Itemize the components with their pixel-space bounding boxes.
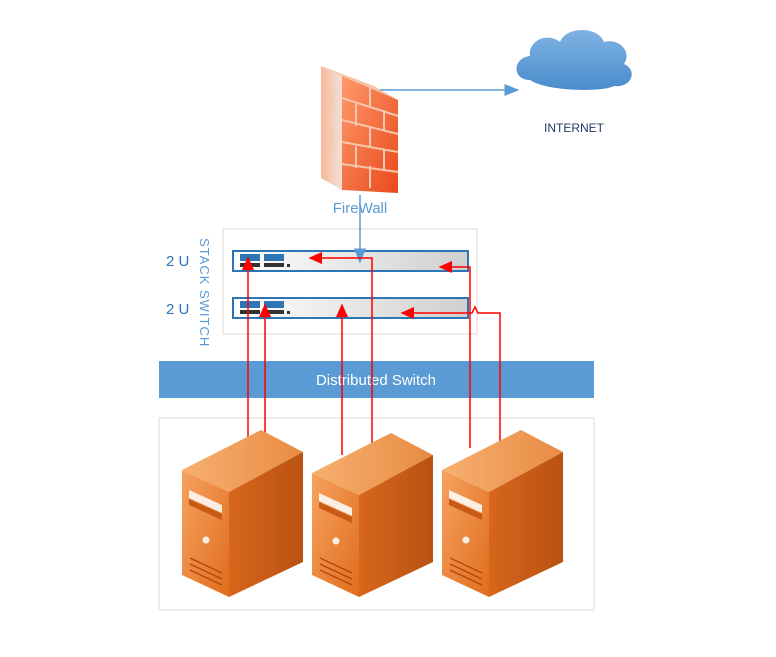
uplink-lines [242,252,501,455]
switch-icon [232,250,469,272]
switch-top-units-label: 2 U [166,253,189,270]
switch-bottom-units-label: 2 U [166,301,189,318]
firewall-icon [321,66,399,193]
cloud-icon [516,30,632,90]
internet-label: INTERNET [544,121,605,135]
server-group-frame [158,417,595,611]
switch-icon [232,297,469,319]
server-icon [442,430,563,597]
stack-switch-label: STACK SWITCH [197,238,212,347]
stack-switch-frame [222,228,478,335]
server-icon [182,430,303,597]
distributed-switch-label: Distributed Switch [316,372,436,389]
server-icon [312,433,433,597]
distributed-switch-bar [159,361,594,398]
